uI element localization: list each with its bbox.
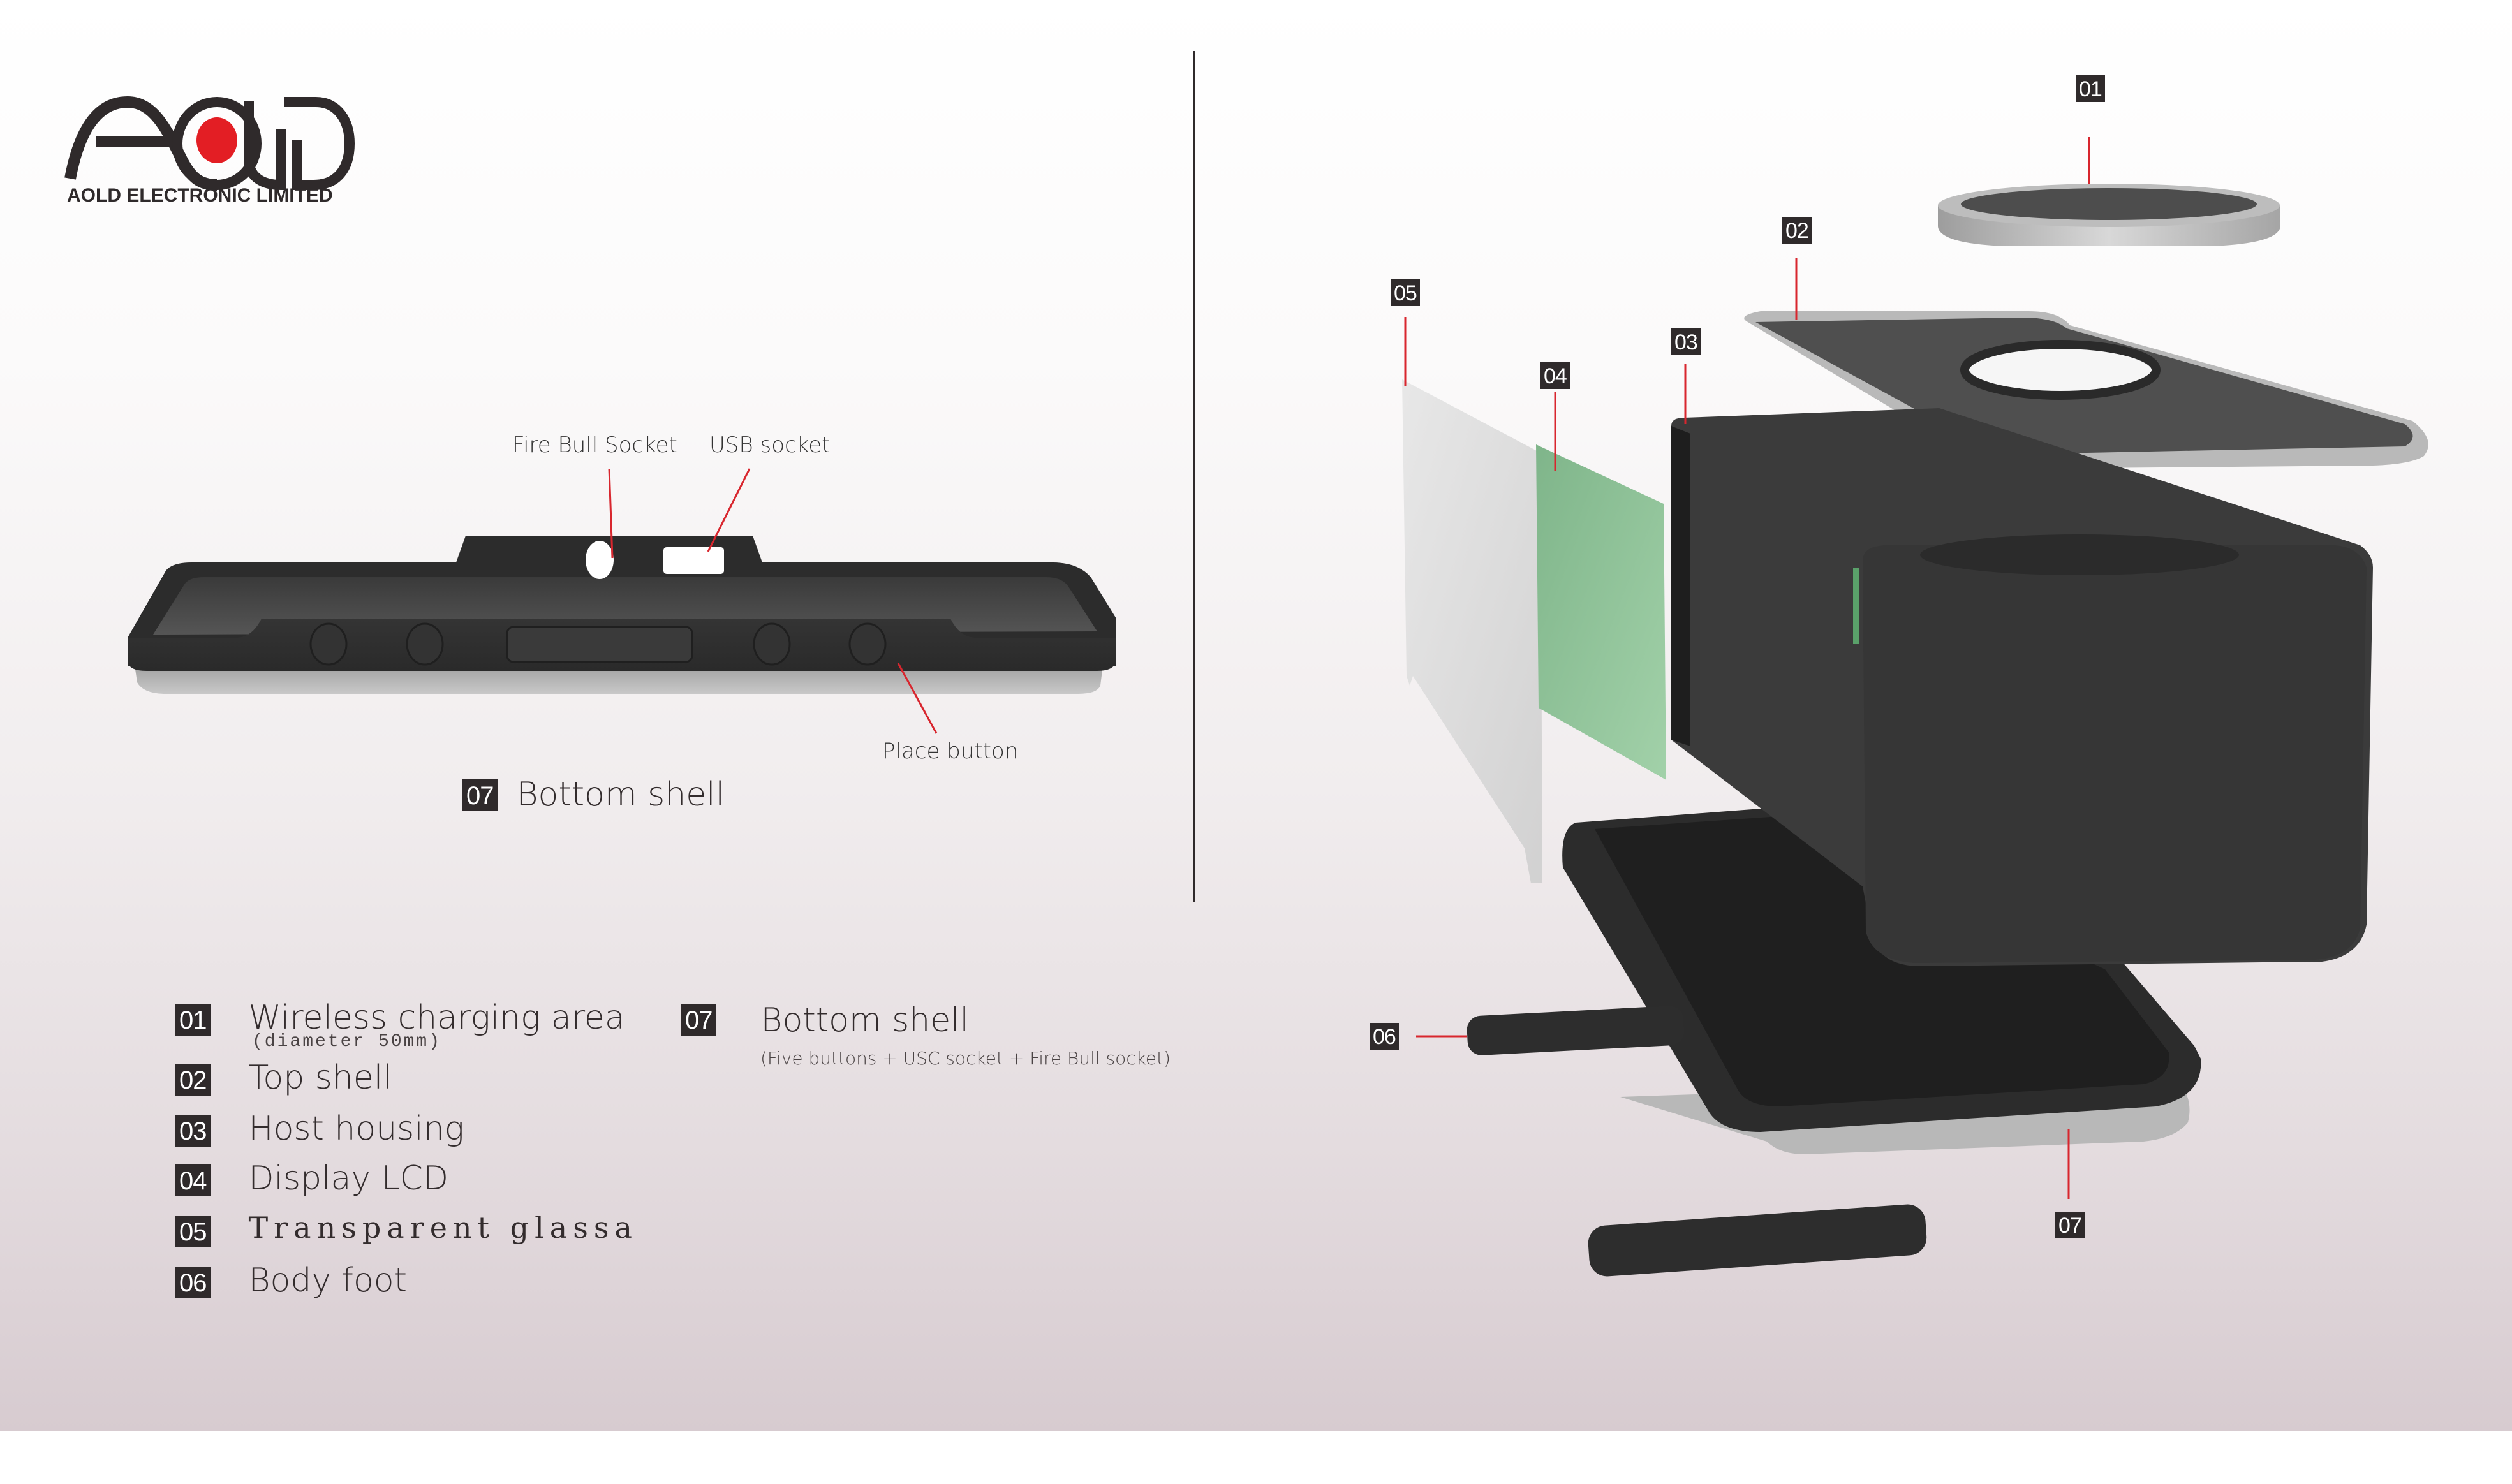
marker-06: 06 xyxy=(1370,1023,1399,1050)
button-2-icon xyxy=(406,622,444,666)
caption-label: Bottom shell xyxy=(516,775,725,814)
company-logo xyxy=(64,89,357,210)
left-callout-leaders xyxy=(608,468,938,734)
part-07-bottom-shell xyxy=(1562,807,2201,1154)
part-06-body-foot-2 xyxy=(1588,1204,1927,1277)
legend-item-07: 07 Bottom shell xyxy=(681,1000,969,1039)
marker-05: 05 xyxy=(1391,279,1420,306)
legend-sub-01: (diameter 50mm) xyxy=(252,1032,442,1052)
part-02-top-shell xyxy=(1744,311,2428,469)
legend-item-04: 04 Display LCD xyxy=(175,1159,449,1198)
legend-label: Body foot xyxy=(248,1261,408,1300)
legend-number-badge: 06 xyxy=(175,1267,211,1298)
vertical-divider xyxy=(1193,51,1195,902)
legend-label: Transparent glassa xyxy=(248,1210,638,1245)
exploded-leader-lines xyxy=(1404,137,2090,1199)
marker-01: 01 xyxy=(2076,75,2105,102)
exploded-view-illustration xyxy=(1402,137,2428,1277)
bottom-shell-illustration xyxy=(128,536,1116,694)
part-01-wireless-charging-disc xyxy=(1938,184,2280,246)
part-04-display-lcd xyxy=(1536,444,1666,780)
marker-04: 04 xyxy=(1540,362,1570,389)
legend-label: Display LCD xyxy=(248,1159,449,1198)
legend-item-01: 01 Wireless charging area xyxy=(175,999,625,1037)
marker-02: 02 xyxy=(1782,217,1812,244)
legend-number-badge: 07 xyxy=(681,1004,716,1036)
fire-bull-socket-hole-icon xyxy=(586,541,614,579)
legend-number-badge: 01 xyxy=(175,1004,211,1036)
legend-number-badge: 03 xyxy=(175,1115,211,1147)
legend-item-02: 02 Top shell xyxy=(175,1059,392,1097)
aold-logo-mark-icon xyxy=(64,96,355,191)
part-06-body-foot-1 xyxy=(1467,1006,1685,1055)
fire-bull-socket-label: Fire Bull Socket xyxy=(512,432,677,458)
legend-sub-07: (Five buttons + USC socket + Fire Bull s… xyxy=(760,1048,1171,1069)
bottom-shell-caption: 07 Bottom shell xyxy=(462,775,725,814)
legend-label: Bottom shell xyxy=(760,1001,970,1040)
legend-label: Wireless charging area xyxy=(248,999,625,1037)
marker-07: 07 xyxy=(2055,1212,2085,1238)
button-5-icon xyxy=(848,622,887,666)
legend-label: Top shell xyxy=(248,1059,392,1097)
usb-socket-label: USB socket xyxy=(709,432,831,458)
button-1-icon xyxy=(309,622,348,666)
legend-item-05: 05 Transparent glassa xyxy=(175,1212,638,1247)
part-03-host-housing xyxy=(1671,408,2373,966)
place-button-label: Place button xyxy=(882,738,1019,764)
usb-socket-hole-icon xyxy=(663,547,724,574)
center-button-icon xyxy=(506,626,693,663)
button-4-icon xyxy=(753,622,791,666)
legend-item-06: 06 Body foot xyxy=(175,1261,408,1300)
legend-number-badge: 02 xyxy=(175,1064,211,1096)
caption-number-badge: 07 xyxy=(462,779,498,811)
marker-03: 03 xyxy=(1671,328,1701,355)
legend-number-badge: 04 xyxy=(175,1164,211,1196)
legend-item-03: 03 Host housing xyxy=(175,1110,464,1148)
part-05-transparent-glass xyxy=(1402,379,1542,883)
legend-label: Host housing xyxy=(248,1110,464,1148)
legend-number-badge: 05 xyxy=(175,1216,211,1247)
company-name: AOLD ELECTRONIC LIMITED xyxy=(67,185,333,206)
